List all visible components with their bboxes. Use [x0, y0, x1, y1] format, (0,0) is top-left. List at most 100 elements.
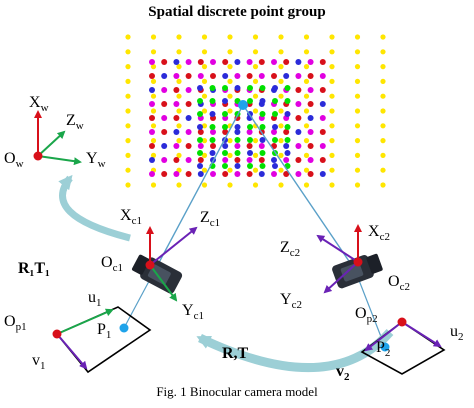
point-middle — [295, 143, 302, 149]
camera2-origin-label: Oc2 — [388, 273, 410, 293]
image-plane1-u-label: u1 — [88, 289, 102, 309]
point-middle — [246, 171, 253, 177]
point-middle — [222, 143, 229, 149]
point-middle — [319, 171, 326, 177]
camera2-z-axis — [316, 234, 359, 263]
point-middle — [295, 101, 302, 107]
point-middle — [161, 171, 168, 177]
image-plane1-v-label: v1 — [32, 352, 46, 372]
target-point — [238, 100, 248, 110]
point-outer — [201, 108, 208, 114]
point-middle — [173, 101, 180, 107]
image-plane1-outline — [55, 306, 152, 374]
point-middle — [161, 143, 168, 149]
point-middle — [295, 87, 302, 93]
point-inner — [259, 85, 266, 91]
point-outer — [303, 34, 310, 40]
point-outer — [252, 78, 259, 84]
point-inner — [209, 98, 216, 104]
point-middle — [210, 73, 216, 79]
camera1-y-axis — [149, 264, 178, 302]
point-inner — [197, 137, 203, 143]
point-outer — [176, 123, 182, 129]
transform-rt-label: R,T — [222, 345, 249, 362]
point-middle — [271, 129, 277, 135]
point-outer — [252, 93, 259, 99]
point-middle — [210, 171, 216, 177]
point-middle — [149, 73, 155, 79]
point-outer — [150, 34, 157, 40]
point-middle — [246, 143, 253, 149]
world-origin-dot — [33, 151, 43, 161]
point-middle — [307, 129, 314, 135]
camera1-y-label: Yc1 — [182, 302, 204, 322]
diagram-title: Spatial discrete point group — [148, 4, 326, 20]
point-middle — [161, 115, 168, 121]
point-middle — [149, 87, 155, 93]
point-middle — [173, 59, 180, 65]
point-outer — [252, 152, 259, 158]
point-outer — [380, 152, 386, 158]
point-outer — [176, 78, 182, 84]
point-inner — [222, 98, 228, 104]
point-middle — [307, 87, 314, 93]
point-middle — [283, 73, 290, 79]
point-outer — [329, 108, 335, 114]
point-outer — [354, 152, 361, 158]
point-outer — [380, 78, 386, 84]
point-outer — [150, 138, 157, 144]
point-middle — [246, 129, 253, 135]
world-y-axis — [37, 155, 82, 166]
point-inner — [234, 163, 241, 169]
point-outer — [227, 108, 233, 114]
point-outer — [252, 108, 259, 114]
point-middle — [161, 129, 168, 135]
point-middle — [234, 59, 241, 65]
point-inner — [209, 124, 216, 130]
point-middle — [283, 59, 290, 65]
point-inner — [222, 124, 228, 130]
point-inner — [247, 124, 253, 130]
point-middle — [271, 171, 277, 177]
point-inner — [272, 124, 278, 130]
point-outer — [329, 138, 335, 144]
point-outer — [354, 78, 361, 84]
point-middle — [258, 171, 265, 177]
point-inner — [284, 111, 291, 117]
point-middle — [161, 73, 168, 79]
point-outer — [150, 123, 157, 129]
point-outer — [252, 49, 259, 55]
point-outer — [227, 78, 233, 84]
point-outer — [150, 49, 157, 55]
point-middle — [161, 157, 168, 163]
point-outer — [380, 167, 386, 173]
point-outer — [227, 152, 233, 158]
point-middle — [295, 129, 302, 135]
point-outer — [354, 138, 361, 144]
world-y-label: Yw — [86, 150, 106, 170]
point-middle — [210, 143, 216, 149]
image-plane2-u-axis — [401, 321, 442, 348]
point-middle — [197, 157, 204, 163]
projection-ray-camera2 — [242, 104, 356, 271]
image-plane2-projected-point — [380, 342, 390, 352]
point-outer — [329, 182, 335, 188]
point-inner — [284, 150, 291, 156]
point-outer — [150, 182, 157, 188]
point-middle — [271, 73, 277, 79]
point-outer — [329, 167, 335, 173]
point-middle — [222, 171, 229, 177]
point-inner — [284, 124, 291, 130]
world-z-axis — [37, 130, 66, 157]
point-outer — [227, 93, 233, 99]
point-outer — [354, 34, 361, 40]
point-inner — [272, 98, 278, 104]
projection-ray-camera1 — [154, 104, 244, 271]
point-outer — [125, 93, 131, 99]
point-inner — [259, 137, 266, 143]
point-middle — [197, 129, 204, 135]
point-outer — [303, 123, 310, 129]
point-outer — [227, 138, 233, 144]
point-middle — [210, 59, 216, 65]
point-outer — [329, 123, 335, 129]
